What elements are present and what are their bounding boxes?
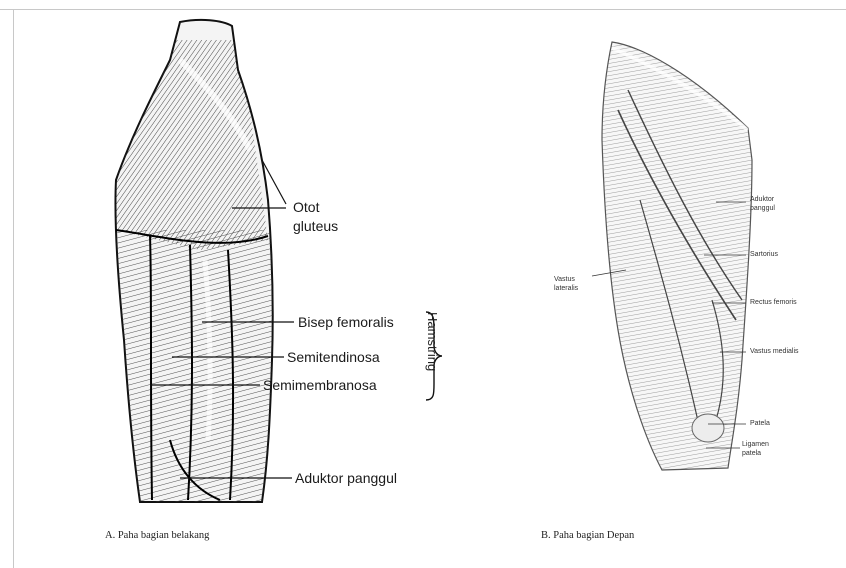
label-b-panggul: panggul	[750, 205, 775, 213]
label-gluteus: gluteus	[293, 218, 338, 234]
caption-b: B. Paha bagian Depan	[541, 530, 634, 541]
label-semitendinosa: Semitendinosa	[287, 349, 380, 365]
back-thigh-drawing	[110, 20, 442, 510]
label-b-ligamen-patela: patela	[742, 450, 761, 458]
label-hamstring: Hamstring	[425, 312, 440, 371]
label-semimembranosa: Semimembranosa	[263, 377, 377, 393]
label-b-aduktor: Aduktor	[750, 196, 774, 204]
label-b-vastus: Vastus	[554, 276, 575, 284]
label-otot: Otot	[293, 199, 319, 215]
label-b-patela: Patela	[750, 420, 770, 428]
label-bisep-femoralis: Bisep femoralis	[298, 314, 394, 330]
label-b-sartorius: Sartorius	[750, 251, 778, 259]
caption-a: A. Paha bagian belakang	[105, 530, 209, 541]
label-b-rectus-femoris: Rectus femoris	[750, 299, 797, 307]
label-b-lateralis: lateralis	[554, 285, 578, 293]
front-thigh-drawing	[590, 30, 770, 480]
label-aduktor-panggul: Aduktor panggul	[295, 470, 397, 486]
label-b-ligamen: Ligamen	[742, 441, 769, 449]
label-b-vastus-medialis: Vastus medialis	[750, 348, 799, 356]
